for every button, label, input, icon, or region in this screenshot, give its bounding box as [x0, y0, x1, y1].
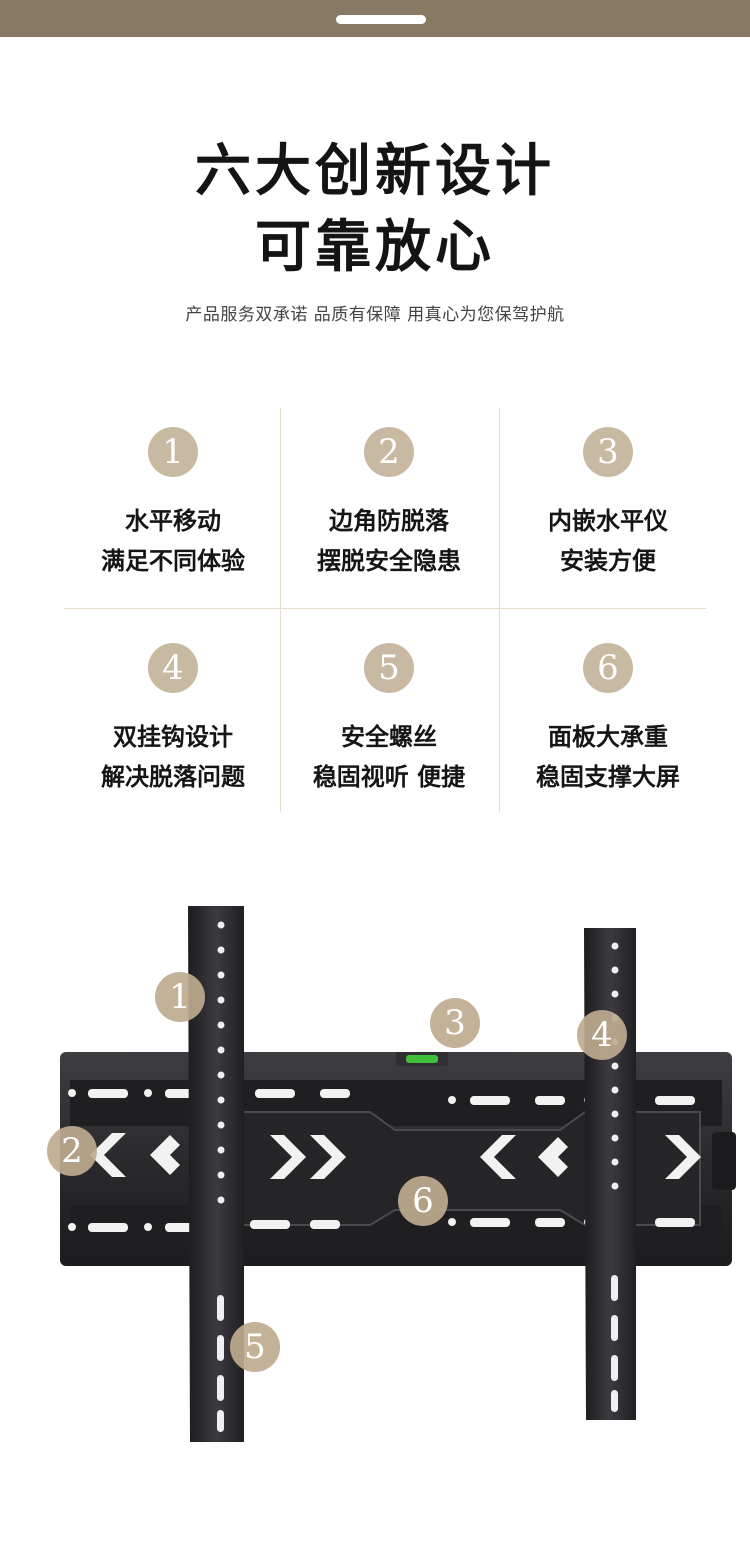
callout-1: 1	[155, 972, 205, 1022]
grid-divider	[280, 408, 281, 812]
feature-subtitle: 稳固视听 便捷	[312, 762, 466, 791]
page-title-line2: 可靠放心	[255, 215, 495, 280]
top-banner-bar	[0, 0, 750, 37]
callout-3: 3	[430, 998, 480, 1048]
feature-title: 面板大承重	[548, 722, 668, 751]
feature-cell-2: 2 边角防脱落 摆脱安全隐患	[282, 408, 496, 608]
feature-cell-6: 6 面板大承重 稳固支撑大屏	[501, 624, 715, 824]
feature-cell-5: 5 安全螺丝 稳固视听 便捷	[282, 624, 496, 824]
feature-number-badge: 6	[583, 643, 633, 693]
callout-5: 5	[230, 1322, 280, 1372]
feature-subtitle: 满足不同体验	[101, 546, 245, 575]
feature-subtitle: 稳固支撑大屏	[536, 762, 680, 791]
feature-grid: 1 水平移动 满足不同体验 2 边角防脱落 摆脱安全隐患 3 内嵌水平仪 安装方…	[64, 408, 706, 812]
page-title: 六大创新设计	[195, 139, 555, 204]
top-slots	[68, 1089, 695, 1105]
grid-divider	[499, 408, 500, 812]
feature-subtitle: 安装方便	[560, 546, 656, 575]
feature-title: 边角防脱落	[329, 506, 449, 535]
grid-divider	[64, 608, 706, 609]
callout-2: 2	[47, 1126, 97, 1176]
feature-cell-4: 4 双挂钩设计 解决脱落问题	[66, 624, 280, 824]
tv-mount-image: 1 2 3 4 5 6	[0, 880, 750, 1480]
feature-title: 双挂钩设计	[113, 722, 233, 751]
spirit-level-bubble	[406, 1055, 438, 1063]
feature-number-badge: 1	[148, 427, 198, 477]
feature-subtitle: 摆脱安全隐患	[317, 546, 461, 575]
feature-number-badge: 3	[583, 427, 633, 477]
banner-pill	[336, 15, 426, 24]
right-edge-clip	[712, 1132, 736, 1190]
tv-wall-mount-illustration	[60, 906, 736, 1442]
feature-cell-3: 3 内嵌水平仪 安装方便	[501, 408, 715, 608]
feature-title: 内嵌水平仪	[548, 506, 668, 535]
feature-number-badge: 5	[364, 643, 414, 693]
feature-number-badge: 2	[364, 427, 414, 477]
feature-cell-1: 1 水平移动 满足不同体验	[66, 408, 280, 608]
callout-4: 4	[577, 1010, 627, 1060]
feature-title: 安全螺丝	[341, 722, 437, 751]
left-arm	[188, 906, 244, 1442]
chevron-cutouts	[90, 1133, 701, 1179]
feature-title: 水平移动	[125, 506, 221, 535]
feature-number-badge: 4	[148, 643, 198, 693]
right-arm	[584, 928, 636, 1420]
page-subtitle: 产品服务双承诺 品质有保障 用真心为您保驾护航	[185, 305, 565, 325]
right-arm-holes	[611, 942, 619, 1412]
callout-6: 6	[398, 1176, 448, 1226]
feature-subtitle: 解决脱落问题	[101, 762, 245, 791]
left-arm-holes	[217, 921, 225, 1432]
